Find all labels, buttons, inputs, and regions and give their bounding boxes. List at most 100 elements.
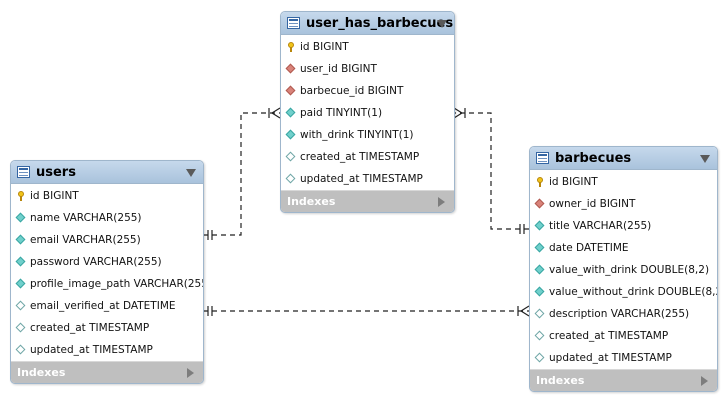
indexes-section[interactable]: Indexes [11,361,203,383]
column-row[interactable]: created_at TIMESTAMP [530,325,717,347]
not-null-column-icon [535,221,545,231]
column-label: updated_at TIMESTAMP [549,352,672,364]
column-label: user_id BIGINT [300,63,377,75]
not-null-column-icon [535,287,545,297]
column-label: with_drink TINYINT(1) [300,129,414,141]
nullable-column-icon [16,345,26,355]
column-row[interactable]: user_id BIGINT [281,58,454,80]
column-label: email VARCHAR(255) [30,234,141,246]
nullable-column-icon [286,174,296,184]
column-row[interactable]: updated_at TIMESTAMP [281,168,454,190]
cardinality-markers [207,107,530,317]
not-null-column-icon [535,243,545,253]
foreign-key-icon [286,86,296,96]
column-row[interactable]: owner_id BIGINT [530,193,717,215]
not-null-column-icon [16,213,26,223]
one-mandatory-marker [207,230,213,240]
nullable-column-icon [16,301,26,311]
column-label: value_without_drink DOUBLE(8,2) [549,286,718,298]
nullable-column-icon [535,309,545,319]
column-label: owner_id BIGINT [549,198,636,210]
table-name: barbecues [555,150,632,166]
column-list: id BIGINT name VARCHAR(255) email VARCHAR(… [11,184,203,361]
indexes-section[interactable]: Indexes [281,190,454,212]
expand-arrow-icon[interactable] [187,368,194,378]
table-header[interactable]: user_has_barbecues [281,12,454,35]
column-row[interactable]: email_verified_at DATETIME [11,295,203,317]
column-list: id BIGINT owner_id BIGINT title VARCHAR(25… [530,170,717,369]
relationship-users-user-has-barbecues [203,112,280,236]
table-icon [17,166,30,178]
table-barbecues[interactable]: barbecues id BIGINT owner_id BIGINT title … [529,146,718,392]
not-null-column-icon [16,279,26,289]
column-row[interactable]: updated_at TIMESTAMP [11,339,203,361]
column-label: updated_at TIMESTAMP [300,173,423,185]
chevron-down-icon[interactable] [437,20,447,28]
indexes-label: Indexes [536,374,585,387]
nullable-column-icon [535,353,545,363]
column-row[interactable]: with_drink TINYINT(1) [281,124,454,146]
table-users[interactable]: users id BIGINT name VARCHAR(255) email VA… [10,160,204,384]
column-row[interactable]: paid TINYINT(1) [281,102,454,124]
column-row[interactable]: id BIGINT [11,185,203,207]
column-row[interactable]: created_at TIMESTAMP [11,317,203,339]
not-null-column-icon [535,265,545,275]
one-mandatory-marker [207,306,213,316]
column-row[interactable]: value_without_drink DOUBLE(8,2) [530,281,717,303]
column-label: description VARCHAR(255) [549,308,690,320]
not-null-column-icon [286,130,296,140]
column-label: id BIGINT [549,176,598,188]
chevron-down-icon[interactable] [186,169,196,177]
nullable-column-icon [535,331,545,341]
one-to-many-marker [268,107,281,119]
column-label: updated_at TIMESTAMP [30,344,153,356]
table-header[interactable]: barbecues [530,147,717,170]
one-mandatory-marker [519,224,525,234]
nullable-column-icon [16,323,26,333]
column-label: password VARCHAR(255) [30,256,162,268]
table-header[interactable]: users [11,161,203,184]
one-to-many-marker [453,107,466,119]
column-row[interactable]: title VARCHAR(255) [530,215,717,237]
column-label: created_at TIMESTAMP [300,151,420,163]
not-null-column-icon [286,108,296,118]
column-row[interactable]: updated_at TIMESTAMP [530,347,717,369]
expand-arrow-icon[interactable] [701,376,708,386]
column-label: id BIGINT [30,190,79,202]
column-row[interactable]: email VARCHAR(255) [11,229,203,251]
column-row[interactable]: created_at TIMESTAMP [281,146,454,168]
column-row[interactable]: password VARCHAR(255) [11,251,203,273]
column-list: id BIGINT user_id BIGINT barbecue_id BIGIN… [281,35,454,190]
column-row[interactable]: date DATETIME [530,237,717,259]
column-label: email_verified_at DATETIME [30,300,176,312]
column-row[interactable]: name VARCHAR(255) [11,207,203,229]
column-row[interactable]: value_with_drink DOUBLE(8,2) [530,259,717,281]
table-icon [287,17,300,29]
column-label: id BIGINT [300,41,349,53]
primary-key-icon [286,42,296,52]
one-to-many-marker [517,305,530,317]
nullable-column-icon [286,152,296,162]
relationship-barbecues-user-has-barbecues [454,112,529,230]
chevron-down-icon[interactable] [700,155,710,163]
column-row[interactable]: description VARCHAR(255) [530,303,717,325]
column-label: value_with_drink DOUBLE(8,2) [549,264,710,276]
table-name: users [36,164,76,180]
table-icon [536,152,549,164]
column-label: date DATETIME [549,242,629,254]
indexes-section[interactable]: Indexes [530,369,717,391]
indexes-label: Indexes [287,195,336,208]
table-user-has-barbecues[interactable]: user_has_barbecues id BIGINT user_id BIGI… [280,11,455,213]
expand-arrow-icon[interactable] [438,197,445,207]
foreign-key-icon [286,64,296,74]
primary-key-icon [535,177,545,187]
table-name: user_has_barbecues [306,15,454,31]
column-row[interactable]: barbecue_id BIGINT [281,80,454,102]
column-label: paid TINYINT(1) [300,107,383,119]
indexes-label: Indexes [17,366,66,379]
column-row[interactable]: id BIGINT [281,36,454,58]
column-row[interactable]: id BIGINT [530,171,717,193]
column-label: title VARCHAR(255) [549,220,652,232]
column-row[interactable]: profile_image_path VARCHAR(255) [11,273,203,295]
column-label: name VARCHAR(255) [30,212,142,224]
